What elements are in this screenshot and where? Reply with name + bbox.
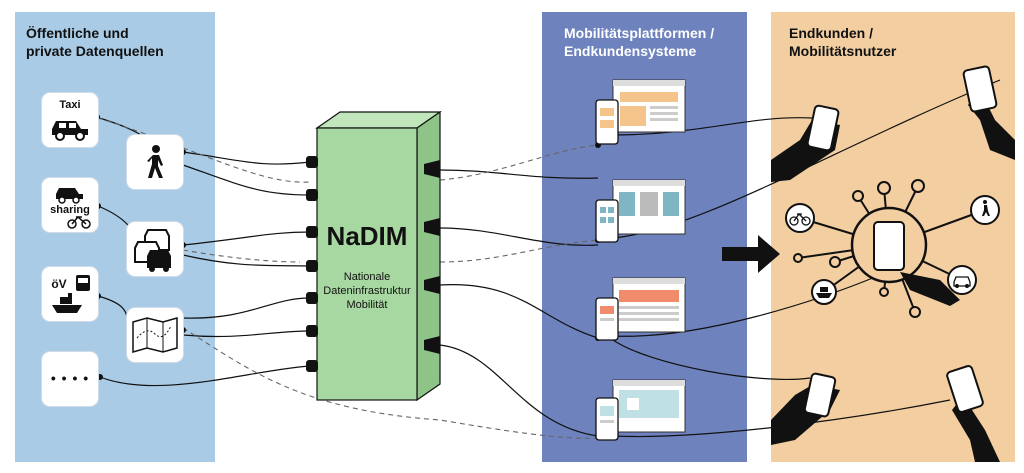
more-sources-tile: • • • • bbox=[42, 352, 98, 406]
hand-phone-icon bbox=[771, 65, 1015, 462]
platform-screens bbox=[595, 79, 686, 441]
ship-icon bbox=[816, 287, 832, 298]
pedestrian-tile bbox=[127, 135, 183, 189]
nadim-box bbox=[306, 110, 442, 402]
car-icon bbox=[56, 188, 83, 204]
platforms-title: Mobilitätsplattformen / Endkundensysteme bbox=[564, 25, 715, 59]
nadim-subtitle-3: Mobilität bbox=[347, 299, 388, 311]
data-sources-title: Öffentliche und private Datenquellen bbox=[26, 25, 164, 59]
more-sources-label: • • • • bbox=[50, 370, 90, 386]
nadim-subtitle-1: Nationale bbox=[344, 271, 390, 283]
pedestrian-icon bbox=[147, 145, 163, 178]
hub-node-icons bbox=[789, 200, 990, 298]
traffic-tile bbox=[127, 222, 183, 276]
bus-icon bbox=[76, 275, 90, 291]
nadim-title: NaDIM bbox=[327, 221, 408, 251]
platform-screen-3 bbox=[595, 277, 686, 341]
car-icon bbox=[953, 276, 971, 288]
ship-icon bbox=[52, 293, 82, 313]
pedestrian-icon bbox=[982, 200, 990, 216]
platform-screen-1 bbox=[595, 79, 686, 145]
car-icon bbox=[52, 121, 88, 141]
taxi-tile: Taxi bbox=[42, 93, 98, 147]
connection-lines bbox=[95, 79, 1001, 438]
map-icon bbox=[132, 317, 178, 353]
sharing-icons bbox=[56, 188, 91, 229]
platform-screen-2 bbox=[595, 179, 686, 243]
nadim-subtitle-2: Dateninfrastruktur bbox=[323, 285, 411, 297]
traffic-icon bbox=[134, 229, 171, 272]
taxi-label: Taxi bbox=[59, 99, 81, 111]
sharing-tile: sharing bbox=[42, 178, 98, 232]
oev-label: öV bbox=[51, 277, 67, 291]
map-tile bbox=[127, 308, 183, 362]
smartphone-icon bbox=[873, 221, 905, 271]
bicycle-icon bbox=[67, 215, 91, 229]
platform-screen-4 bbox=[595, 379, 686, 441]
end-users-title: Endkunden / Mobilitätsnutzer bbox=[789, 25, 897, 59]
bicycle-icon bbox=[789, 212, 811, 226]
sharing-label: sharing bbox=[50, 204, 90, 216]
arrow-right-icon bbox=[722, 235, 780, 273]
oev-tile: öV bbox=[42, 267, 98, 321]
oev-icons bbox=[52, 275, 90, 313]
dashed-connections bbox=[97, 117, 599, 439]
